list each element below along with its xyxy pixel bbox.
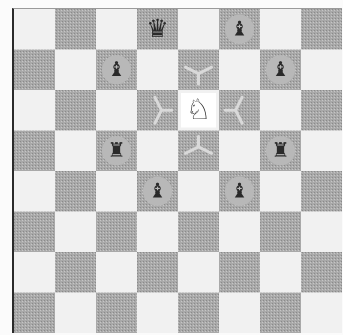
board-square-a8[interactable] [14,9,56,50]
board-square-d7[interactable] [137,50,179,91]
board-square-b2[interactable] [55,252,97,293]
board-square-g3[interactable] [260,212,302,253]
board-square-b3[interactable] [55,212,97,253]
queen-icon[interactable]: ♛ [146,14,169,43]
board-square-f1[interactable] [219,293,261,334]
board-square-h5[interactable] [301,131,342,172]
rook-icon[interactable]: ♜ [266,136,295,165]
board-square-c8[interactable] [96,9,138,50]
board-square-f3[interactable] [219,212,261,253]
board-square-a5[interactable] [14,131,56,172]
chess-board: ♛ ♝ ♝ ♝ ♘ ♜ ♜ ♝ ♝ [12,8,342,333]
board-square-e4[interactable] [178,171,220,212]
board-square-f5[interactable] [219,131,261,172]
white-knight-glyph: ♘ [186,93,211,126]
board-square-c6[interactable] [96,90,138,131]
black-rook-glyph: ♜ [107,138,125,162]
board-square-h7[interactable] [301,50,342,91]
black-rook-glyph: ♜ [271,138,289,162]
knight-icon[interactable]: ♘ [181,93,216,128]
board-square-a4[interactable] [14,171,56,212]
black-bishop-glyph: ♝ [271,57,289,81]
board-square-b8[interactable] [55,9,97,50]
board-square-a1[interactable] [14,293,56,334]
board-square-f7[interactable] [219,50,261,91]
black-bishop-glyph: ♝ [148,179,166,203]
board-square-a6[interactable] [14,90,56,131]
board-square-d2[interactable] [137,252,179,293]
bishop-icon[interactable]: ♝ [266,55,295,84]
board-square-f2[interactable] [219,252,261,293]
bishop-icon[interactable]: ♝ [225,15,254,44]
board-square-a2[interactable] [14,252,56,293]
board-square-e8[interactable] [178,9,220,50]
board-square-c3[interactable] [96,212,138,253]
board-square-a7[interactable] [14,50,56,91]
board-square-e1[interactable] [178,293,220,334]
bishop-icon[interactable]: ♝ [143,177,172,206]
board-square-b1[interactable] [55,293,97,334]
board-square-h6[interactable] [301,90,342,131]
board-square-h1[interactable] [301,293,342,334]
board-square-c4[interactable] [96,171,138,212]
bishop-icon[interactable]: ♝ [102,55,131,84]
board-square-e3[interactable] [178,212,220,253]
board-square-g2[interactable] [260,252,302,293]
bishop-icon[interactable]: ♝ [225,177,254,206]
board-square-h3[interactable] [301,212,342,253]
board-square-d1[interactable] [137,293,179,334]
board-square-a3[interactable] [14,212,56,253]
board-square-b4[interactable] [55,171,97,212]
black-bishop-glyph: ♝ [230,17,248,41]
board-svg: ♛ ♝ ♝ ♝ ♘ ♜ ♜ ♝ ♝ [14,9,342,333]
board-square-d5[interactable] [137,131,179,172]
board-square-c1[interactable] [96,293,138,334]
board-square-h4[interactable] [301,171,342,212]
black-queen-glyph: ♛ [146,14,169,43]
black-bishop-glyph: ♝ [107,57,125,81]
black-bishop-glyph: ♝ [230,179,248,203]
board-square-b5[interactable] [55,131,97,172]
rook-icon[interactable]: ♜ [102,136,131,165]
board-square-h8[interactable] [301,9,342,50]
board-square-b7[interactable] [55,50,97,91]
board-square-b6[interactable] [55,90,97,131]
board-square-e2[interactable] [178,252,220,293]
board-square-d3[interactable] [137,212,179,253]
board-square-h2[interactable] [301,252,342,293]
board-square-g1[interactable] [260,293,302,334]
board-square-g4[interactable] [260,171,302,212]
board-square-g8[interactable] [260,9,302,50]
board-square-g6[interactable] [260,90,302,131]
board-square-c2[interactable] [96,252,138,293]
